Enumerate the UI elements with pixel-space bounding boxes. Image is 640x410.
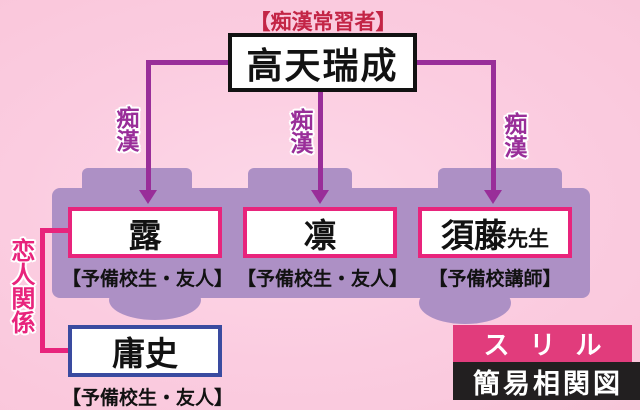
partner-caption: 【予備校生・友人】 [62, 387, 234, 409]
chikan-label-center: 痴漢 [285, 108, 313, 154]
arrow-line-left [146, 60, 151, 192]
victim-name: 凛 [303, 215, 337, 255]
arrow-line-right [491, 60, 496, 192]
victim-box-sudo: 須藤先生 [418, 207, 572, 258]
connector-left-horizontal [146, 60, 228, 65]
lovers-bracket-top-arm [40, 228, 68, 233]
lovers-bracket-vertical [40, 228, 45, 353]
victim-name: 須藤 [441, 215, 507, 255]
offender-label: 【痴漢常習者】 [249, 9, 397, 34]
victim-box-rin: 凛 [243, 207, 397, 258]
lovers-label: 恋人関係 [6, 238, 36, 334]
arrowhead-left-icon [139, 190, 157, 204]
victim-caption: 【予備校講師】 [428, 268, 562, 290]
arrowhead-center-icon [311, 190, 329, 204]
victim-caption: 【予備校生・友人】 [62, 268, 234, 290]
arrow-line-center [318, 92, 323, 192]
victim-caption: 【予備校生・友人】 [237, 268, 409, 290]
partner-box-yasushi: 庸史 [68, 325, 222, 377]
victim-name-suffix: 先生 [507, 225, 549, 251]
connector-right-horizontal [417, 60, 496, 65]
work-title-banner: スリル [453, 325, 632, 362]
victim-box-tsuyu: 露 [68, 207, 222, 258]
main-character-box: 高天瑞成 [228, 33, 417, 92]
chikan-label-right: 痴漢 [499, 112, 527, 158]
main-character-name: 高天瑞成 [246, 44, 399, 87]
lovers-bracket-bottom-arm [40, 348, 68, 353]
partner-name: 庸史 [112, 334, 178, 373]
arrowhead-right-icon [484, 190, 502, 204]
chikan-label-left: 痴漢 [111, 106, 139, 152]
diagram-type-banner: 簡易相関図 [453, 362, 640, 400]
victim-name: 露 [128, 215, 162, 255]
